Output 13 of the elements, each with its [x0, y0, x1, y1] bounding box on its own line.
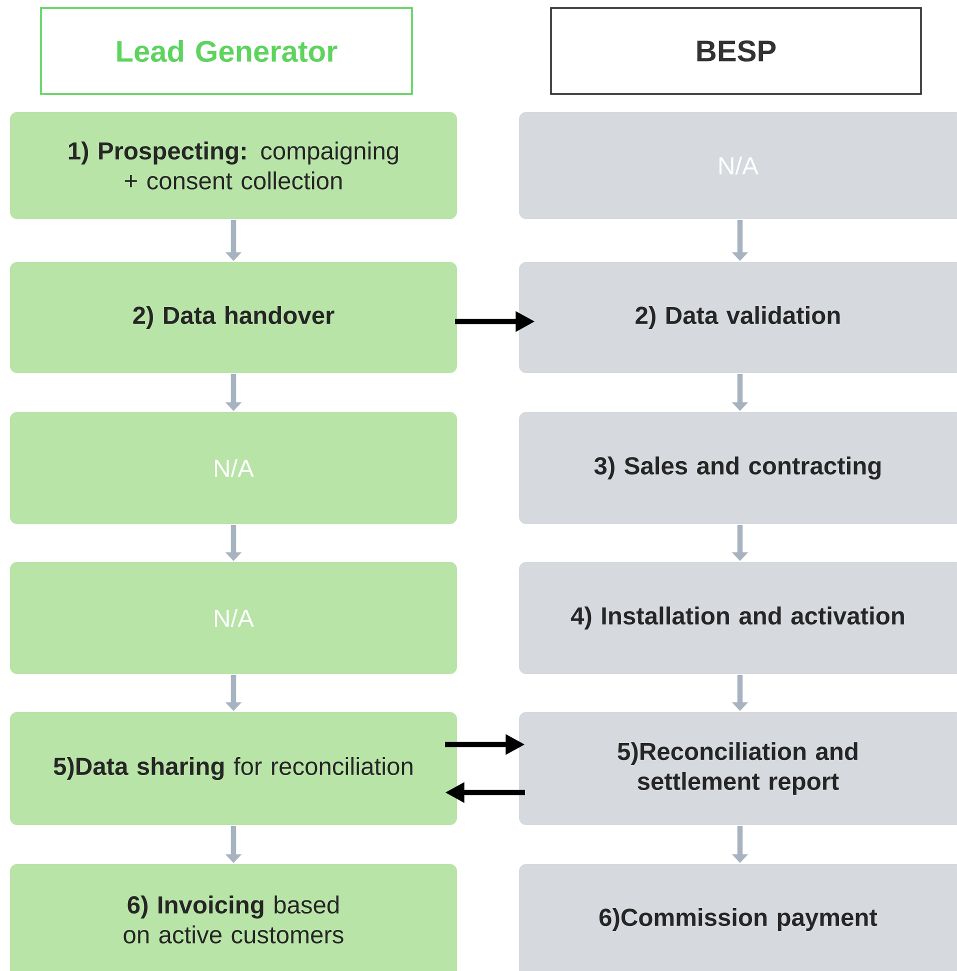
- step-box: 5)Data sharing for reconciliation: [10, 712, 457, 825]
- step-box: N/A: [10, 562, 457, 674]
- step-box: N/A: [10, 412, 457, 524]
- column-header: BESP: [550, 7, 922, 95]
- step-box: 5)Reconciliation and settlement report: [519, 712, 957, 825]
- step-box: 2) Data handover: [10, 262, 457, 373]
- step-box: 2) Data validation: [519, 262, 957, 373]
- step-box: 6)Commission payment: [519, 864, 957, 971]
- step-box: 3) Sales and contracting: [519, 412, 957, 524]
- step-box: 1) Prospecting: compaigning + consent collection: [10, 112, 457, 219]
- column-header: Lead Generator: [40, 7, 413, 95]
- step-box: 4) Installation and activation: [519, 562, 957, 674]
- step-box: 6) Invoicing based on active customers: [10, 864, 457, 971]
